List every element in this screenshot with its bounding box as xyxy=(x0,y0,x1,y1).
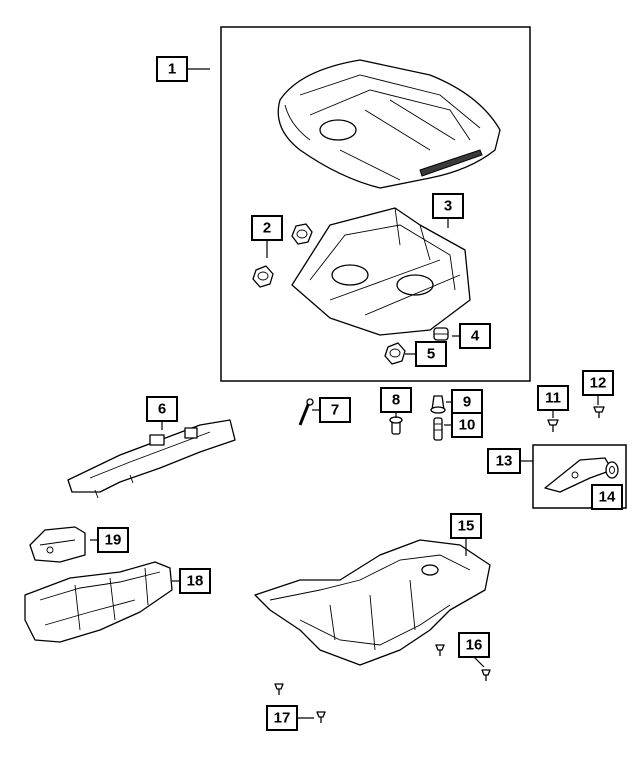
bracket-frame xyxy=(532,444,627,509)
callout-4: 4 xyxy=(459,323,491,349)
bracket-part-6 xyxy=(67,419,236,499)
svg-text:17: 17 xyxy=(274,710,291,727)
callout-1: 1 xyxy=(156,56,188,82)
callout-17: 17 xyxy=(266,705,298,731)
leader-lines xyxy=(90,68,599,719)
svg-text:4: 4 xyxy=(471,328,480,345)
washer-part-14 xyxy=(605,461,619,479)
callout-13: 13 xyxy=(487,448,521,474)
callout-5: 5 xyxy=(415,341,447,367)
callout-18: 18 xyxy=(179,568,211,594)
assembly-frame xyxy=(220,26,531,382)
bolt-part-17 xyxy=(274,683,326,723)
svg-text:7: 7 xyxy=(331,402,339,419)
svg-text:1: 1 xyxy=(168,61,176,78)
callout-9: 9 xyxy=(451,389,483,415)
stud-part-7 xyxy=(298,398,314,426)
svg-text:16: 16 xyxy=(466,637,483,654)
callout-14: 14 xyxy=(591,484,623,510)
cap-part-9 xyxy=(430,395,446,414)
callout-8: 8 xyxy=(380,387,412,413)
callout-19: 19 xyxy=(97,527,129,553)
callout-2: 2 xyxy=(251,215,283,241)
svg-text:19: 19 xyxy=(105,532,122,549)
svg-text:5: 5 xyxy=(427,346,435,363)
svg-text:12: 12 xyxy=(590,375,607,392)
cover-insulator-part xyxy=(291,207,471,336)
screw-part-12 xyxy=(593,406,605,418)
svg-text:18: 18 xyxy=(187,573,204,590)
svg-text:14: 14 xyxy=(599,489,616,506)
callout-12: 12 xyxy=(582,370,614,396)
callout-16: 16 xyxy=(458,632,490,658)
svg-text:2: 2 xyxy=(263,220,271,237)
svg-text:8: 8 xyxy=(392,392,400,409)
callout-6: 6 xyxy=(146,396,178,422)
fastener-part-8 xyxy=(389,416,403,435)
shield-part-18 xyxy=(24,561,173,643)
callout-11: 11 xyxy=(537,385,569,411)
bolt-part-16 xyxy=(435,644,491,681)
callout-15: 15 xyxy=(450,513,482,539)
engine-cover-part xyxy=(277,59,501,189)
grommet-part-4 xyxy=(433,327,449,341)
svg-text:9: 9 xyxy=(463,394,471,411)
svg-text:13: 13 xyxy=(496,453,513,470)
svg-text:11: 11 xyxy=(545,390,561,407)
screw-part-11 xyxy=(547,419,559,432)
nut-part-5 xyxy=(384,342,406,365)
callout-10: 10 xyxy=(451,412,483,438)
skid-plate-part-15 xyxy=(254,539,491,666)
svg-text:10: 10 xyxy=(459,417,476,434)
nut-part-2 xyxy=(252,223,313,288)
svg-text:15: 15 xyxy=(458,518,475,535)
stud-part-10 xyxy=(433,417,443,441)
callout-7: 7 xyxy=(319,397,351,423)
callout-3: 3 xyxy=(432,193,464,219)
svg-text:3: 3 xyxy=(444,198,452,215)
shield-part-19 xyxy=(29,526,86,563)
svg-text:6: 6 xyxy=(158,401,166,418)
